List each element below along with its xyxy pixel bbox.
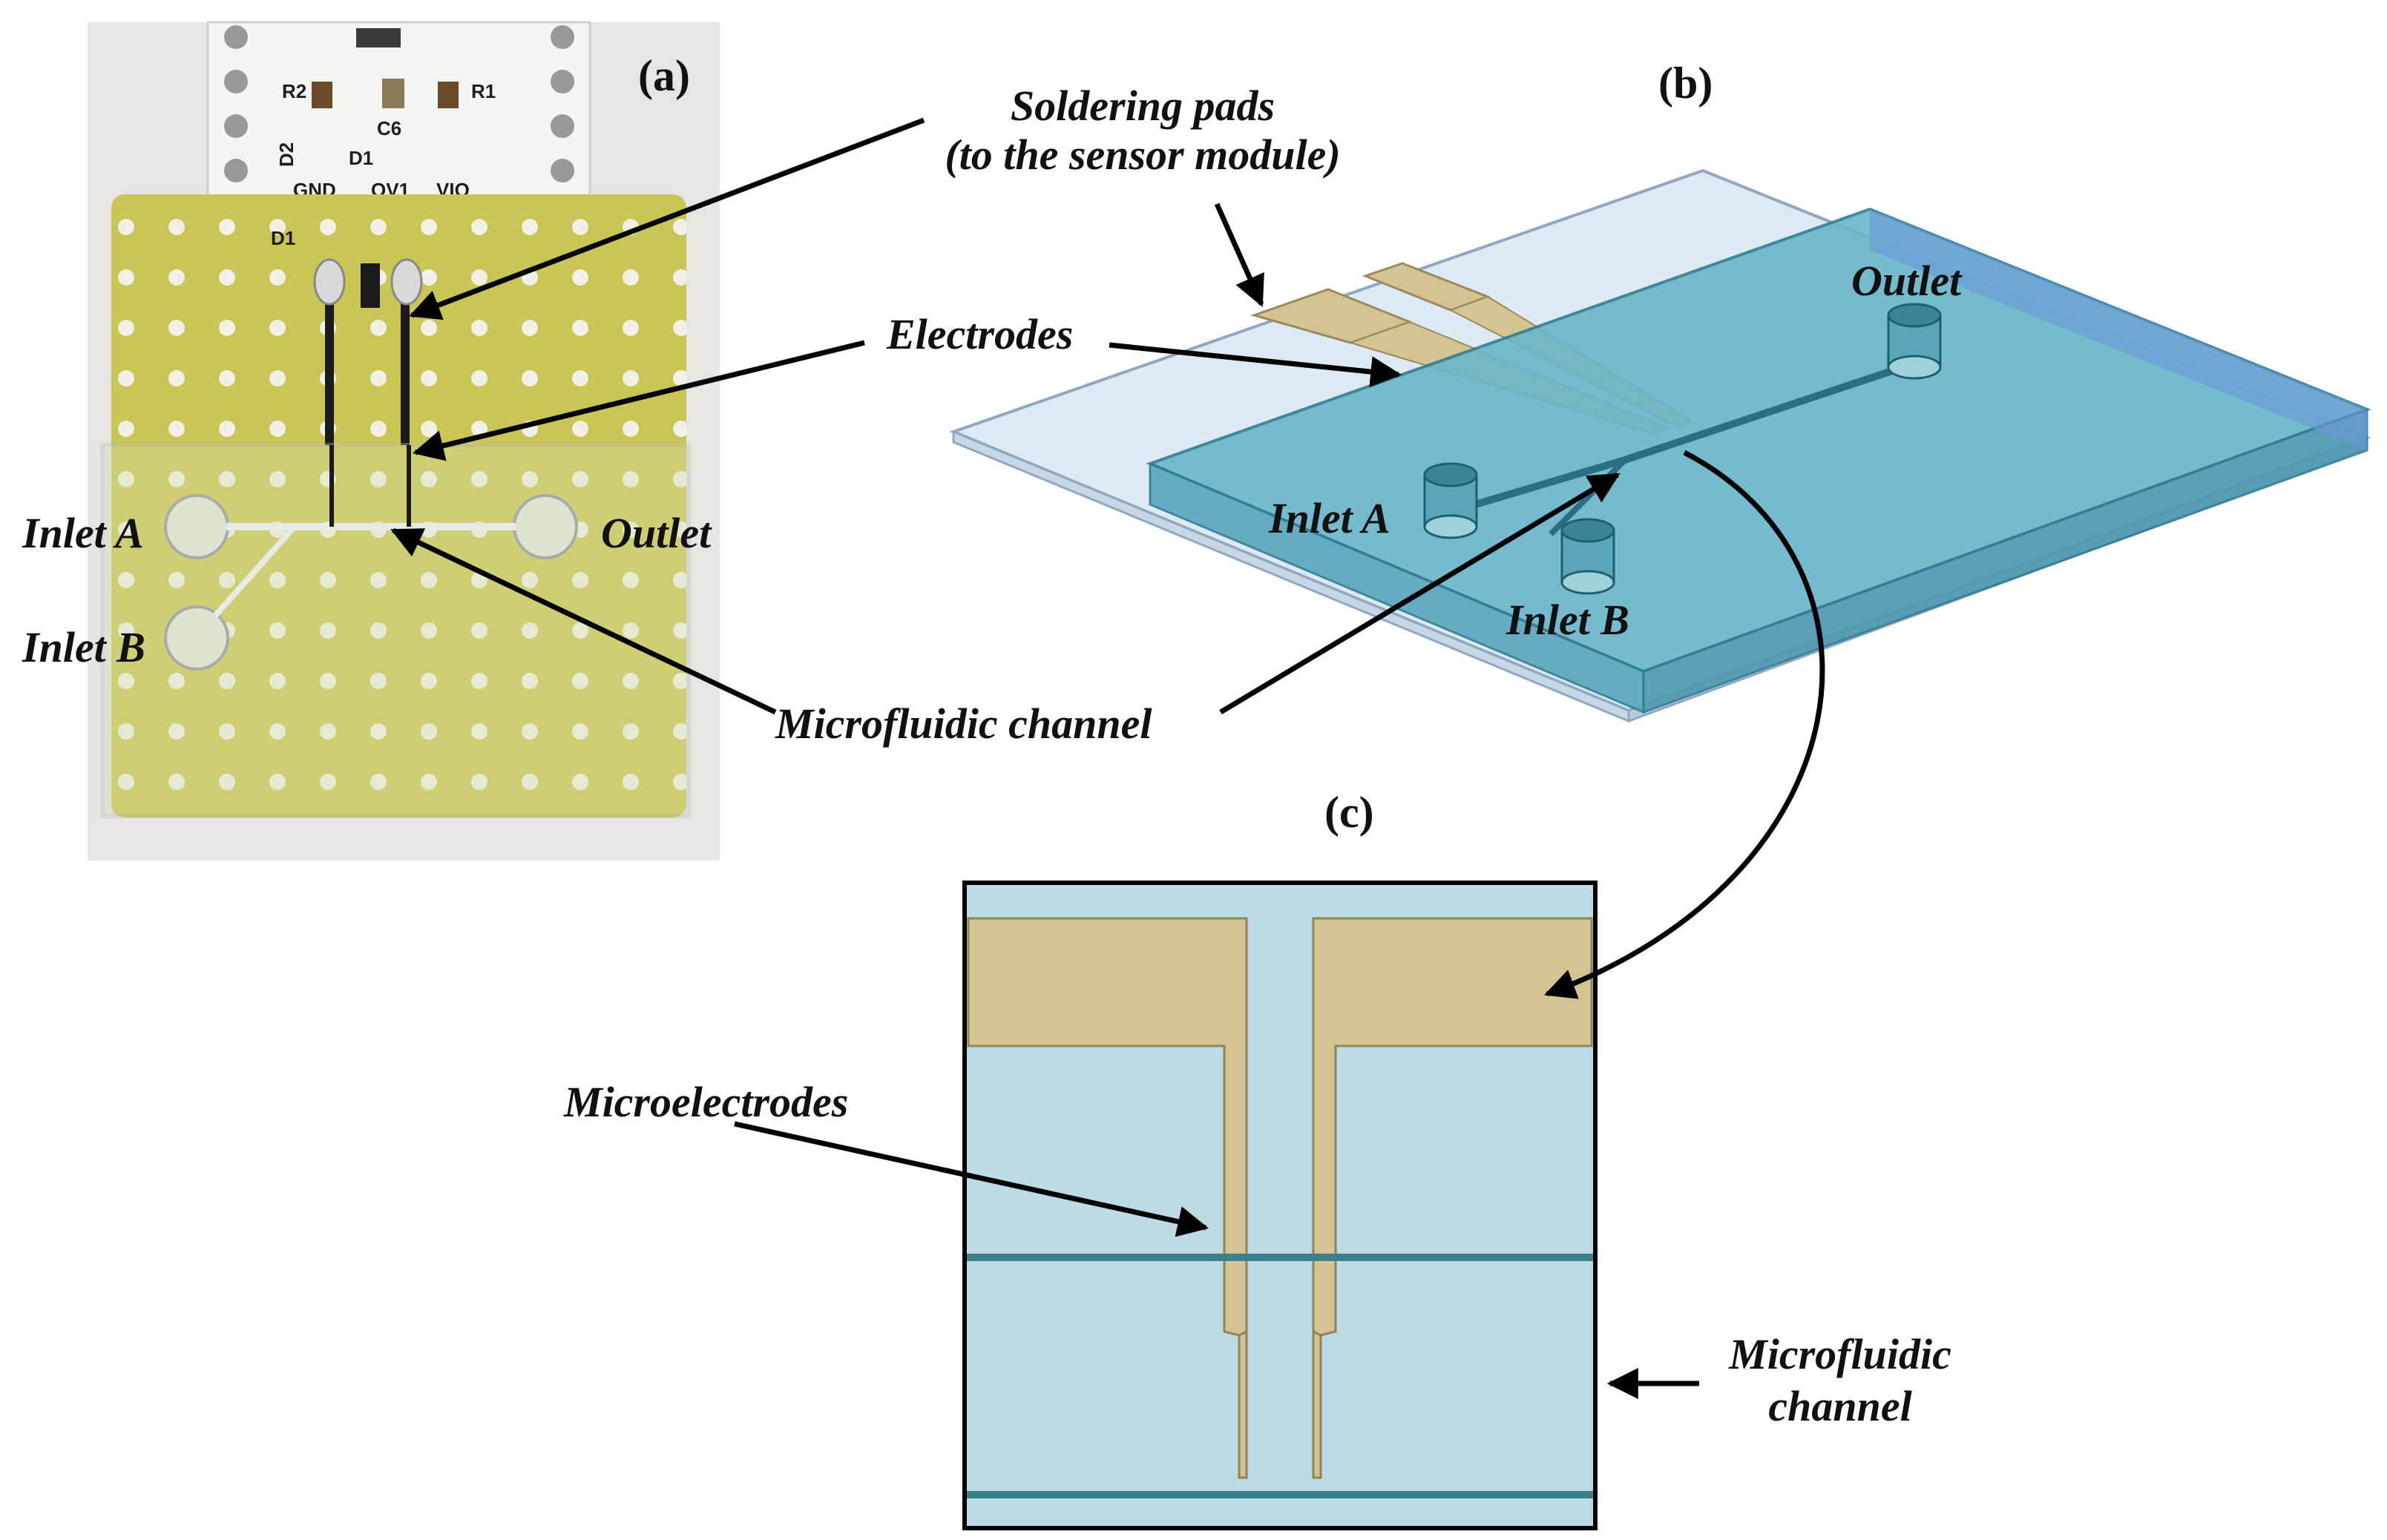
panel-b-3d-chip: [949, 168, 2371, 723]
st-logo-icon: [356, 28, 401, 47]
soldering-pads-label: Soldering pads: [1011, 82, 1275, 130]
pcb-mark-d1-lower: D1: [271, 227, 295, 249]
panel-a-photo: R2 C6 R1 D2 D1 GND QV1 VIO D1: [88, 21, 720, 861]
panel-b-label: (b): [1658, 59, 1713, 108]
panel-c-detail: [962, 881, 1598, 1530]
microelectrodes-label: Microelectrodes: [563, 1078, 848, 1126]
electrodes-label: Electrodes: [886, 310, 1073, 358]
panel-c-label: (c): [1324, 788, 1374, 837]
inlet-b-port: [1560, 518, 1615, 595]
pcb-mark-r1: R1: [471, 80, 496, 102]
perfboard: D1: [111, 194, 686, 817]
inlet-a-port: [1423, 462, 1478, 539]
chip-inlet-b-label: Inlet B: [1506, 596, 1629, 644]
pdms-chip-photo: [100, 443, 691, 818]
detail-channel-label-line2: channel: [1768, 1382, 1912, 1430]
detail-channel-label-line1: Microfluidic: [1728, 1330, 1951, 1378]
pcb-mark-d1: D1: [349, 147, 373, 169]
pcb-mark-r2: R2: [282, 80, 306, 102]
outlet-port: [1887, 303, 1942, 380]
chip-outlet-label: Outlet: [1851, 257, 1963, 305]
pcb-mark-d2: D2: [275, 142, 298, 167]
panel-a-label: (a): [638, 51, 690, 100]
microfluidic-channel-label: Microfluidic channel: [775, 700, 1152, 748]
soldering-pads-sublabel: (to the sensor module): [945, 131, 1340, 179]
sensor-module-board: R2 C6 R1 D2 D1 GND QV1 VIO: [206, 21, 591, 224]
pdms-block-top: [1146, 207, 2371, 674]
photo-inlet-b-label: Inlet B: [22, 623, 145, 671]
chip-inlet-a-label: Inlet A: [1268, 494, 1390, 542]
pcb-mark-c6: C6: [377, 117, 401, 139]
photo-inlet-a-label: Inlet A: [22, 509, 144, 557]
left-electrode: [967, 917, 1248, 1479]
annotation-arrows: [390, 117, 1825, 1399]
photo-outlet-label: Outlet: [601, 509, 712, 557]
